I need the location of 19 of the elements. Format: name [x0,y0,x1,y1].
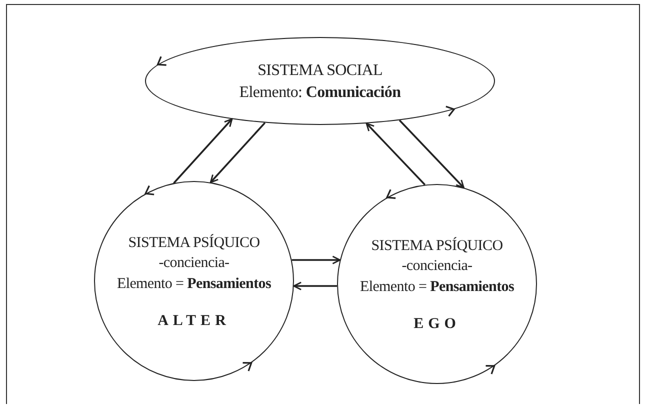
node-text: Elemento = Pensamientos [116,275,272,294]
arrow [210,122,266,184]
arrow [366,122,426,186]
system-title: SISTEMA PSÍQUICO [371,236,503,256]
node-text: -conciencia- [402,257,472,276]
system-name: ALTER [158,312,230,330]
arrow [292,256,341,264]
arrow [173,118,233,184]
system-title: SISTEMA SOCIAL [258,61,382,81]
arrow [398,120,464,188]
node-text: -conciencia- [158,254,230,273]
circle-node [337,184,537,384]
system-name: EGO [414,314,460,334]
node-text: Elemento: Comunicación [239,83,401,103]
node-text: Elemento = Pensamientos [360,278,514,297]
circle-node [94,181,294,381]
ellipse-node [145,37,495,125]
system-title: SISTEMA PSÍQUICO [128,234,260,252]
arrow [293,282,337,290]
